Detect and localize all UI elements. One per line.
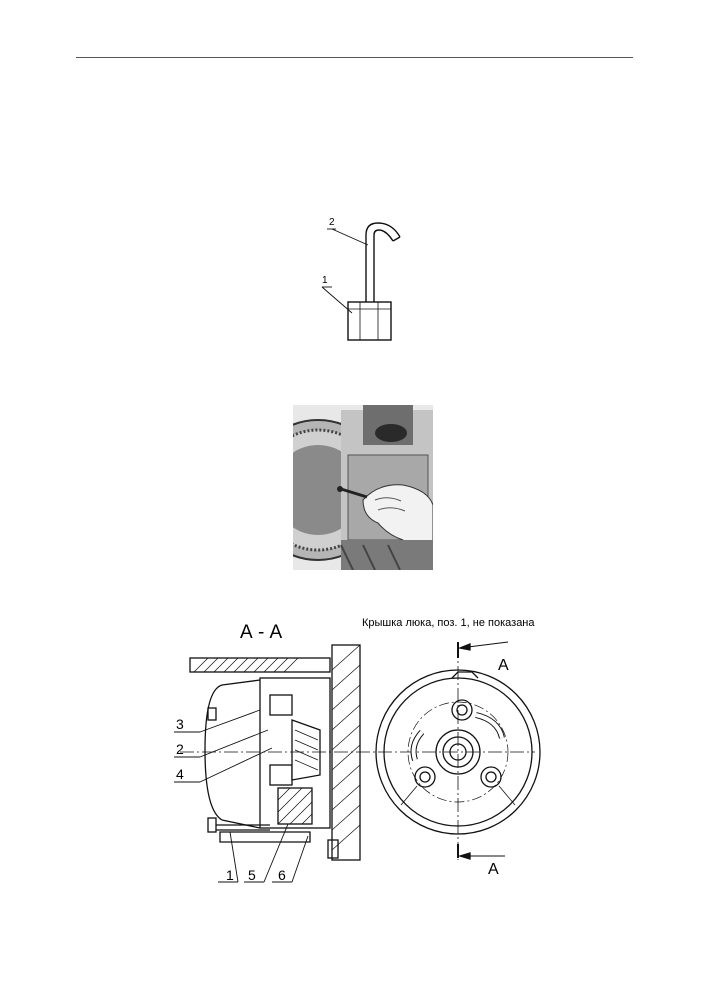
callout-3: 3 — [176, 716, 184, 732]
cut-label-bottom: А — [488, 861, 499, 878]
engine-photo — [293, 405, 433, 570]
section-title: А - А — [240, 622, 283, 643]
callout-1b: 1 — [226, 867, 234, 883]
cut-label-top: А — [498, 657, 509, 674]
callout-6: 6 — [278, 867, 286, 883]
tool-handle — [347, 301, 392, 341]
callout-5: 5 — [248, 867, 256, 883]
callout-1: 1 — [322, 275, 328, 286]
tool-drawing: 1 2 — [321, 217, 401, 341]
callout-4: 4 — [176, 766, 184, 782]
section-drawing: А - А Крышка люка, поз. 1, не показана — [174, 617, 541, 883]
callout-2b: 2 — [176, 741, 184, 757]
callout-2: 2 — [329, 217, 335, 228]
drawing-note: Крышка люка, поз. 1, не показана — [362, 617, 535, 629]
header-rule — [76, 57, 633, 58]
